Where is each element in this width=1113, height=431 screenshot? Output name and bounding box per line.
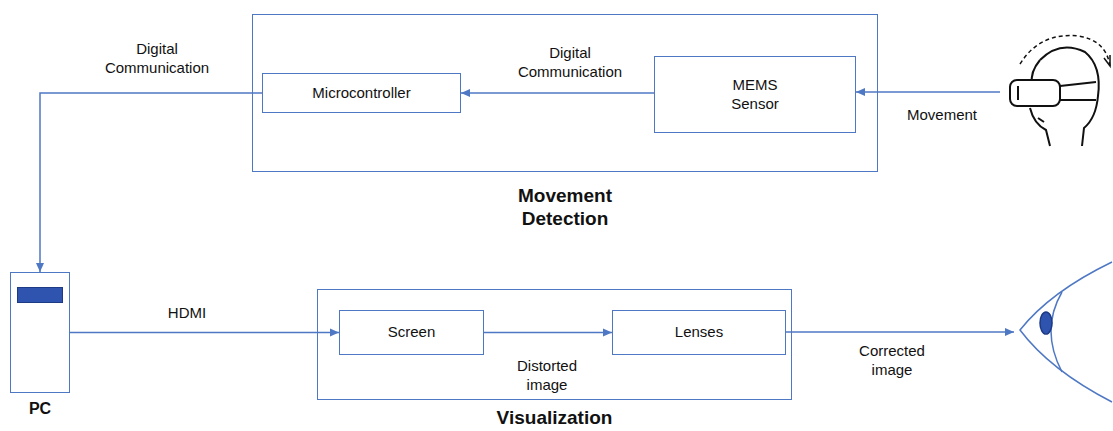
group-heading: Movement Detection — [490, 185, 640, 231]
box-label: MEMS Sensor — [715, 76, 795, 114]
group-band: Movement DetectionMicrocontrollerMEMS Se… — [252, 14, 878, 172]
edge-label: Distorted image — [500, 357, 594, 395]
edge-label: Digital Communication — [503, 44, 637, 82]
pc-tower: PC — [10, 272, 70, 393]
head-with-headset — [1010, 36, 1110, 146]
pc-display — [17, 287, 63, 303]
edge-label: Digital Communication — [90, 40, 224, 78]
process-box: Lenses — [612, 310, 786, 355]
box-label: Microcontroller — [312, 84, 410, 103]
connector-arrow — [461, 92, 654, 94]
group-heading: Visualization — [455, 407, 655, 430]
eye — [1020, 262, 1112, 402]
flow-label: Corrected image — [845, 342, 939, 380]
process-box: Microcontroller — [262, 73, 461, 113]
corrected-image-arrow — [786, 331, 1014, 333]
process-box: Screen — [339, 310, 484, 355]
sensor-box: MEMS Sensor — [654, 56, 856, 133]
box-label: Screen — [388, 323, 436, 342]
box-label: Lenses — [675, 323, 723, 342]
connector-arrow — [70, 332, 339, 334]
connector-arrow — [40, 93, 262, 272]
pc-label: PC — [29, 400, 51, 418]
edge-label: HDMI — [145, 304, 229, 323]
connector-arrow — [484, 332, 612, 334]
flow-label: Movement — [890, 106, 994, 125]
